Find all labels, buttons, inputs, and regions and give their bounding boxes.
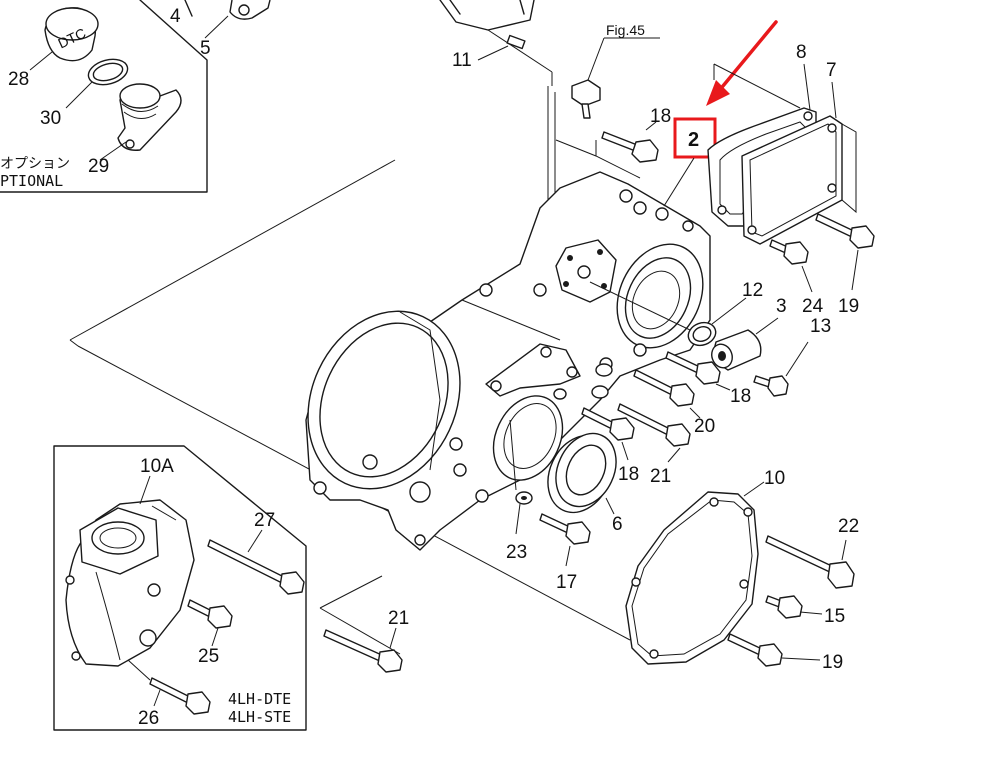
callout-22: 22 xyxy=(838,516,859,537)
callout-25: 25 xyxy=(198,646,219,667)
fig-ref-label: Fig.45 xyxy=(606,22,645,38)
part-3-collar xyxy=(711,317,779,371)
bolt-18-top xyxy=(555,121,659,179)
cover-gasket-strip xyxy=(485,343,581,397)
callout-18-top: 18 xyxy=(650,106,671,127)
optional-label-jp: オプション xyxy=(0,155,70,171)
part-10a-housing xyxy=(65,475,195,667)
part-23-washer xyxy=(509,419,533,535)
bolt-24 xyxy=(769,239,813,293)
callout-17: 17 xyxy=(556,572,577,593)
callout-20: 20 xyxy=(694,416,715,437)
part-6-oil-seal xyxy=(547,432,617,515)
callout-12: 12 xyxy=(742,280,763,301)
figure-reference: Fig.45 xyxy=(587,22,660,81)
part-30-o-ring xyxy=(87,58,129,86)
bolt-15 xyxy=(765,595,823,619)
top-bolt xyxy=(571,79,601,119)
parts-4-5-fragment xyxy=(184,0,271,20)
part-28-cap: DTC xyxy=(44,7,99,62)
bolt-13 xyxy=(753,341,809,397)
part-12-ring xyxy=(589,281,747,347)
callout-6: 6 xyxy=(612,514,623,535)
callout-10a: 10A xyxy=(140,456,174,477)
part-10-cover xyxy=(625,481,765,665)
bolt-20 xyxy=(633,369,701,419)
callout-7: 7 xyxy=(826,60,837,81)
callout-26: 26 xyxy=(138,708,159,729)
bolt-18-mid xyxy=(665,351,731,391)
callout-27: 27 xyxy=(254,510,275,531)
callout-8: 8 xyxy=(796,42,807,63)
optional-inset: DTC 28 30 29 4 5 オプション PTIONAL xyxy=(0,0,271,193)
bolt-19-lower xyxy=(727,633,821,667)
callout-13: 13 xyxy=(810,316,831,337)
bolt-18-lower xyxy=(581,407,635,461)
bolt-21-mid xyxy=(617,403,691,463)
gear-case-cover xyxy=(305,171,711,551)
callout-29: 29 xyxy=(88,156,109,177)
optional-label-en: PTIONAL xyxy=(0,172,63,190)
arrow-icon xyxy=(706,80,730,106)
bolt-22 xyxy=(765,535,855,589)
bolt-27 xyxy=(151,505,305,595)
callout-18-lower: 18 xyxy=(618,464,639,485)
callout-24: 24 xyxy=(802,296,824,317)
callout-15: 15 xyxy=(824,606,845,627)
callout-10: 10 xyxy=(764,468,785,489)
callout-3: 3 xyxy=(776,296,787,317)
callout-19-top: 19 xyxy=(838,296,859,317)
model-label-2: 4LH-STE xyxy=(228,708,291,726)
callout-5: 5 xyxy=(200,38,211,59)
bolt-21-lower xyxy=(319,575,403,673)
callout-21-lower: 21 xyxy=(388,608,409,629)
bolt-26 xyxy=(127,659,211,715)
part-11-pin: 11 xyxy=(439,0,553,73)
callout-11: 11 xyxy=(452,50,472,71)
callout-18-mid: 18 xyxy=(730,386,751,407)
callout-21-mid: 21 xyxy=(650,466,671,487)
part-7-cover-plate xyxy=(713,63,857,245)
model-label-1: 4LH-DTE xyxy=(228,690,291,708)
variant-inset: 10A 27 25 26 4LH-DTE 4LH-STE xyxy=(53,445,307,731)
bolt-19-top xyxy=(815,213,875,291)
highlight-box xyxy=(673,117,717,159)
bolt-25 xyxy=(187,599,233,647)
callout-4: 4 xyxy=(170,6,181,27)
bolt-17 xyxy=(539,513,591,567)
part-2-callout: 2 xyxy=(663,20,778,207)
callout-28: 28 xyxy=(8,69,29,90)
part-29-filler-neck xyxy=(117,83,182,151)
callout-2: 2 xyxy=(688,129,699,151)
callout-23: 23 xyxy=(506,542,527,563)
callout-30: 30 xyxy=(40,108,61,129)
callout-19-lower: 19 xyxy=(822,652,843,673)
